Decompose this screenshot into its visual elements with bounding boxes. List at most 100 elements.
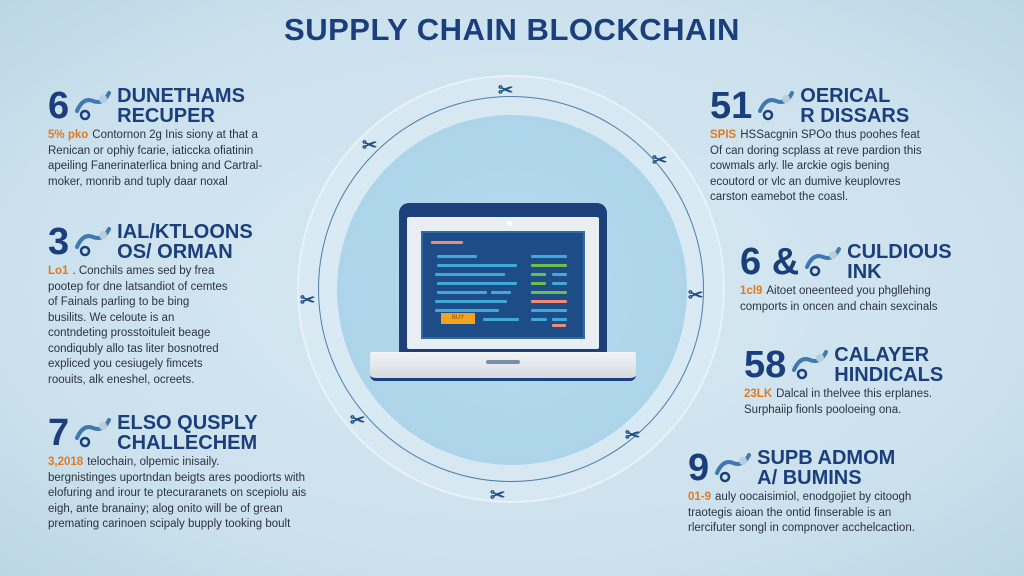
highlight-stat: SPIS bbox=[710, 129, 737, 141]
chain-link-icon bbox=[75, 418, 112, 448]
body-line: bergnistinges uportndan beigts ares pood… bbox=[48, 471, 306, 487]
laptop-bezel: BUY bbox=[407, 217, 599, 349]
laptop-base bbox=[370, 352, 636, 381]
screen-bar bbox=[531, 318, 547, 321]
body-line: carston eamebot the coasl. bbox=[710, 190, 922, 206]
body-line: elofuring and irour te ptecuraranets on … bbox=[48, 486, 306, 502]
laptop-illustration: BUY bbox=[399, 203, 607, 355]
body-line: premating carinoen scipaly bupply tookin… bbox=[48, 517, 306, 533]
body-text: . Conchils ames sed by frea bbox=[72, 265, 215, 277]
body-text: cowmals arly. lle arckie ogis bening bbox=[710, 160, 890, 172]
section-number: 6 bbox=[48, 85, 70, 127]
body-text: Contornon 2g Inis siony at that a bbox=[92, 129, 258, 141]
body-line: condiqubly allo tas liter bosnotred bbox=[48, 342, 253, 358]
screen-bar bbox=[431, 241, 463, 244]
body-line: pootep for dne latsandiot of cemtes bbox=[48, 280, 253, 296]
camera-dot bbox=[507, 221, 512, 226]
body-text: pootep for dne latsandiot of cemtes bbox=[48, 280, 228, 293]
body-line: apeiling Fanerinaterlica bning and Cartr… bbox=[48, 159, 262, 175]
body-line: expliced you cesiugely fimcets bbox=[48, 357, 253, 373]
body-text: expliced you cesiugely fimcets bbox=[48, 358, 203, 370]
chain-link-icon bbox=[758, 91, 795, 121]
screen-bar bbox=[435, 300, 507, 303]
chain-ring-line bbox=[318, 96, 704, 482]
screen-bar bbox=[483, 318, 519, 321]
laptop-screen: BUY bbox=[421, 231, 585, 339]
section-number: 51 bbox=[710, 85, 753, 127]
body-text: telochain, olpemic inisaily. bbox=[87, 456, 220, 468]
screen-bar bbox=[531, 255, 567, 258]
screen-bar bbox=[491, 291, 511, 294]
heading-line: DUNETHAMS bbox=[117, 85, 245, 107]
highlight-stat: Lo1 bbox=[48, 265, 69, 277]
screen-bar bbox=[531, 291, 567, 294]
section-number: 7 bbox=[48, 412, 70, 454]
heading-line: CULDIOUS bbox=[847, 241, 952, 263]
screen-bar bbox=[435, 273, 505, 276]
body-text: premating carinoen scipaly bupply tookin… bbox=[48, 518, 291, 530]
body-text: auly oocaisimiol, enodgojiet by citoogh bbox=[715, 491, 912, 503]
screen-bar bbox=[552, 318, 567, 321]
body-text: Dalcal in thelvee this erplanes. bbox=[776, 388, 933, 400]
body-line: cowmals arly. lle arckie ogis bening bbox=[710, 159, 922, 175]
section-number: 6 & bbox=[740, 241, 800, 283]
body-line: rlercifuter songl in compnover acchelcac… bbox=[688, 521, 915, 537]
heading-line: IAL/KTLOONS bbox=[117, 221, 253, 243]
chain-link-icon bbox=[805, 247, 842, 277]
screen-bar bbox=[531, 273, 546, 276]
chain-link-icon: ✂ bbox=[498, 80, 514, 100]
screen-bar bbox=[531, 264, 567, 267]
body-text: Aitoet oneenteed you phgllehing bbox=[766, 285, 931, 297]
body-line: Lo1. Conchils ames sed by frea bbox=[48, 264, 253, 280]
screen-bar bbox=[435, 309, 499, 312]
screen-bar bbox=[437, 255, 477, 258]
highlight-stat: 3,2018 bbox=[48, 456, 84, 468]
body-text: of Fainals parling to be bing bbox=[48, 296, 190, 308]
section-number: 9 bbox=[688, 447, 710, 489]
highlight-stat: 1cl9 bbox=[740, 285, 763, 297]
screen-bar bbox=[531, 309, 567, 312]
body-text: ecoutord or vlc an dumive keuplovres bbox=[710, 175, 901, 188]
body-text: moker, monrib and tuply daar noxal bbox=[48, 175, 228, 188]
heading-line: ELSO QUSPLY bbox=[117, 412, 258, 434]
screen-bar bbox=[531, 282, 546, 285]
chain-link-icon bbox=[75, 91, 112, 121]
body-line: eigh, ante branainy; alog onito will be … bbox=[48, 502, 306, 518]
heading-line: CHALLECHEM bbox=[117, 432, 258, 454]
heading-line: A/ BUMINS bbox=[757, 467, 862, 489]
body-line: moker, monrib and tuply daar noxal bbox=[48, 175, 262, 191]
body-text: apeiling Fanerinaterlica bning and Cartr… bbox=[48, 160, 263, 172]
body-line: Renican or ophiy fcarie, iaticcka ofiati… bbox=[48, 144, 262, 160]
chain-link-icon: ✂ bbox=[362, 135, 378, 155]
body-text: contndeting prosstoituleit beage bbox=[48, 327, 211, 339]
body-line: busilits. We celoute is an bbox=[48, 311, 253, 327]
body-text: Renican or ophiy fcarie, iaticcka ofiati… bbox=[48, 144, 254, 157]
body-line: of Fainals parling to be bing bbox=[48, 295, 253, 311]
screen-bar bbox=[437, 291, 487, 294]
body-text: roouits, alk eneshel, ocreets. bbox=[48, 373, 195, 386]
body-text: comports in oncen and chain sexcinals bbox=[740, 300, 938, 313]
heading-line: OS/ ORMAN bbox=[117, 241, 233, 263]
screen-bar bbox=[437, 264, 517, 267]
body-text: eigh, ante branainy; alog onito will be … bbox=[48, 502, 283, 515]
highlight-stat: 01-9 bbox=[688, 491, 712, 503]
